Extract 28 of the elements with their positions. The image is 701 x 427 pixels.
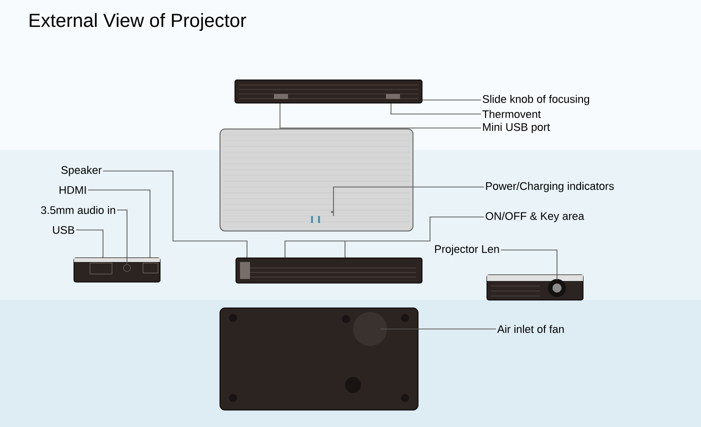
callout-label: ON/OFF & Key area [486, 212, 584, 222]
title: External View of Projector [30, 13, 246, 31]
leader-line [380, 328, 496, 330]
callout-label: Power/Charging indicators [486, 182, 614, 192]
projector-lens-side-drawing [486, 274, 584, 300]
leader-line [76, 230, 104, 258]
leader-line [88, 190, 150, 258]
leader-line [390, 103, 482, 114]
callout-label: HDMI [60, 186, 86, 194]
leader-line [280, 103, 482, 128]
leader-line [333, 186, 484, 216]
callout-label: Air inlet of fan [497, 324, 564, 334]
projector-front-drawing [236, 258, 422, 284]
callout-label: Slide knob of focusing [482, 94, 590, 106]
callout-label: 3.5mm audio in [41, 206, 116, 214]
callout-label: Thermovent [482, 110, 541, 118]
leader-line [116, 210, 128, 264]
callout-label: Speaker [61, 166, 102, 176]
leader-line [284, 216, 484, 258]
projector-rear-drawing [234, 80, 422, 104]
projector-top-drawing [220, 128, 414, 232]
projector-bottom-drawing [220, 308, 418, 410]
callout-label: Projector Len [435, 244, 499, 256]
callout-label: USB [53, 226, 74, 234]
projector-side-drawing [74, 258, 160, 282]
callout-label: Mini USB port [483, 122, 550, 134]
leader-line [500, 250, 558, 281]
leader-line [102, 170, 248, 258]
